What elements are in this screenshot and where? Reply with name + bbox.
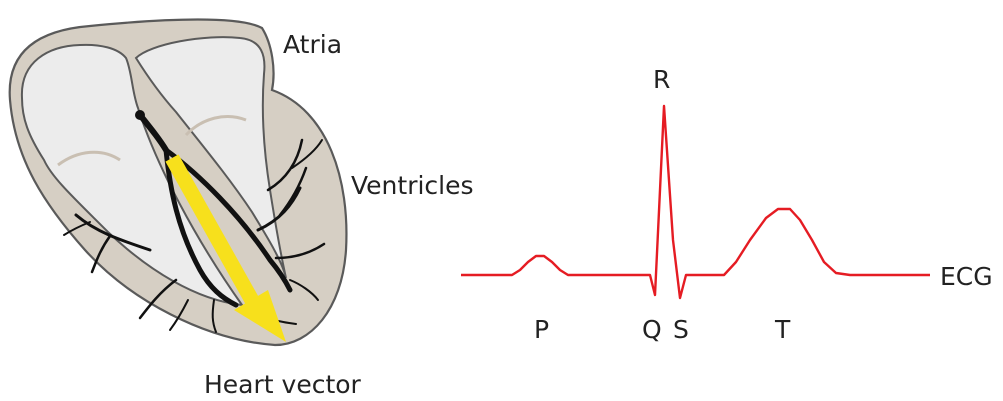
ecg-trace — [461, 106, 930, 298]
q-wave-label: Q — [642, 315, 662, 344]
t-wave-label: T — [774, 315, 791, 344]
r-wave-label: R — [653, 65, 670, 94]
s-wave-label: S — [673, 315, 689, 344]
ecg-label: ECG — [940, 262, 993, 291]
p-wave-label: P — [534, 315, 549, 344]
atria-label: Atria — [283, 30, 342, 59]
heart-vector-label: Heart vector — [204, 370, 362, 399]
ventricles-label: Ventricles — [351, 171, 474, 200]
heart-illustration — [10, 20, 347, 346]
